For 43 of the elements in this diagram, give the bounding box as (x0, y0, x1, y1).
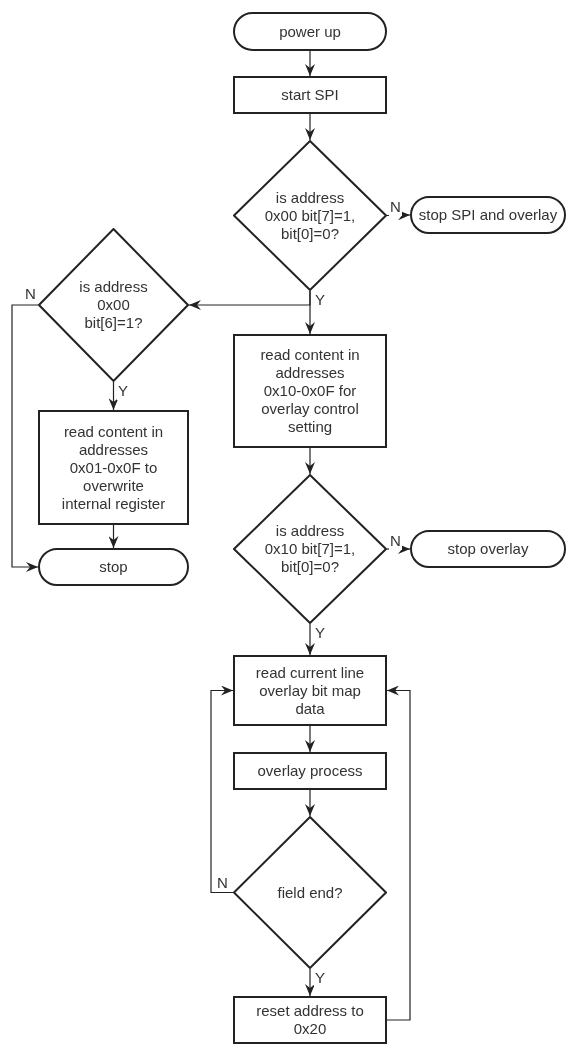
arrow (305, 725, 315, 753)
process-box (38, 410, 189, 525)
process-box (233, 996, 387, 1044)
decision-diamond (38, 228, 189, 382)
process-box (233, 334, 387, 448)
node-text: start SPI (281, 86, 339, 104)
arrow (188, 290, 311, 310)
terminal-pill (233, 12, 387, 51)
arrow (305, 447, 315, 475)
process-box (233, 76, 387, 114)
arrow (108, 381, 119, 411)
node-text: stop SPI and overlay (418, 206, 558, 224)
arrow (386, 544, 411, 554)
process-box (233, 752, 387, 790)
node-text: reset address to 0x20 (255, 1002, 365, 1038)
arrow (305, 968, 315, 997)
process-box (233, 655, 387, 726)
node-text: stop (99, 558, 128, 576)
arrow (386, 685, 411, 1021)
node-text: is address 0x00 bit[7]=1, bit[0]=0? (263, 188, 357, 243)
arrow (210, 685, 234, 894)
node-text: read current line overlay bit map data (255, 663, 365, 718)
node-text: overlay process (257, 762, 363, 780)
terminal-pill (410, 530, 566, 568)
arrow (305, 113, 315, 141)
arrow (305, 789, 315, 817)
node-text: read content in addresses 0x10-0x0F for overlay control setting (259, 346, 361, 436)
decision-diamond (233, 474, 387, 624)
arrow (305, 623, 315, 656)
arrow (11, 304, 39, 572)
node-text: stop overlay (447, 540, 529, 558)
node-text: power up (279, 22, 341, 41)
node-text: read content in addresses 0x01-0x0F to overwrite internal register (60, 422, 167, 513)
decision-diamond (233, 816, 387, 969)
arrow (108, 524, 119, 549)
terminal-pill (410, 196, 566, 234)
decision-diamond (233, 140, 387, 291)
node-text: is address 0x00 bit[6]=1? (78, 278, 149, 332)
node-text: is address 0x10 bit[7]=1, bit[0]=0? (263, 522, 357, 576)
node-text: field end? (277, 883, 343, 902)
arrow (386, 210, 411, 221)
arrow (305, 50, 315, 77)
terminal-pill (38, 548, 189, 586)
